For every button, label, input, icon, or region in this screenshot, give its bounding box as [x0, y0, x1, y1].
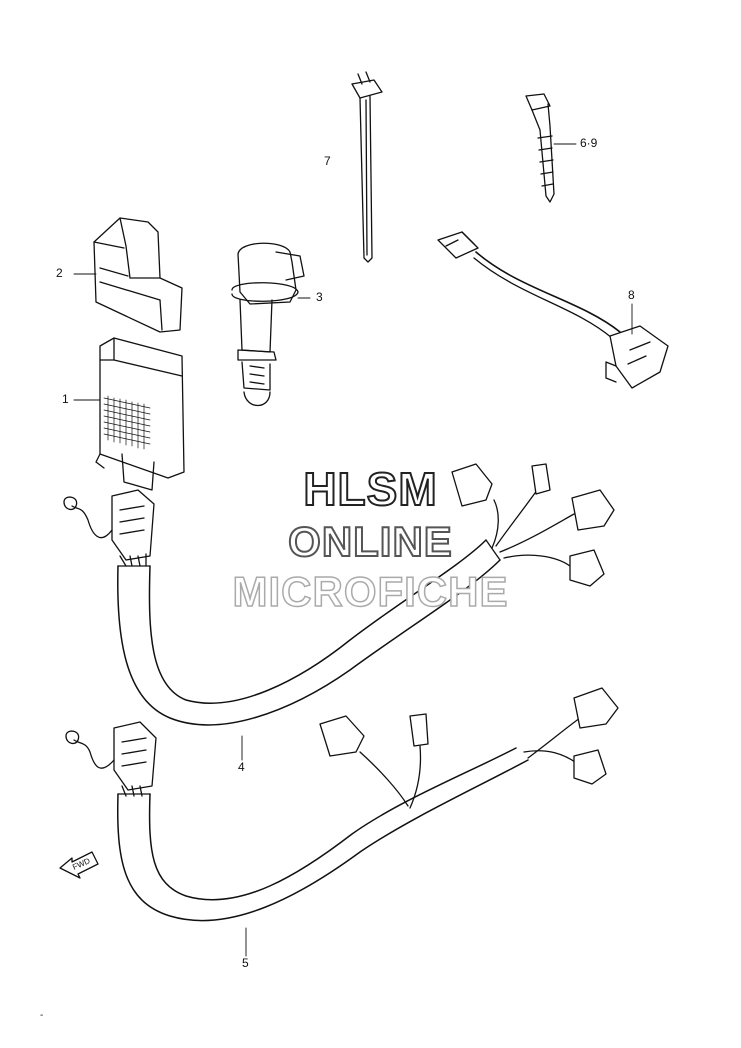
label-part-1: 1: [62, 392, 69, 406]
clamp-part-6-9: [525, 93, 555, 203]
watermark-line-2: ONLINE: [287, 517, 453, 566]
ignition-coil-part-3: [231, 242, 305, 407]
sensor-part-8: [437, 231, 669, 389]
leader-lines: [73, 143, 633, 957]
label-part-7: 7: [324, 154, 331, 168]
label-part-5: 5: [242, 956, 249, 970]
watermark-line-1: HLSM: [302, 462, 438, 516]
label-part-6-9: 6·9: [580, 136, 598, 150]
wiring-harness-part-4: [63, 463, 615, 726]
label-part-2: 2: [56, 266, 63, 280]
watermark-line-3: MICROFICHE: [232, 567, 509, 616]
label-part-4: 4: [238, 760, 245, 774]
label-part-3: 3: [316, 290, 323, 304]
wiring-harness-part-5: [65, 687, 619, 922]
label-part-8: 8: [628, 288, 635, 302]
cable-tie-part-7: [351, 71, 383, 263]
ecu-part-1: [95, 337, 185, 491]
cover-part-2: [93, 217, 183, 333]
forward-arrow-icon: FWD: [59, 851, 99, 879]
corner-mark: -: [40, 1010, 44, 1021]
